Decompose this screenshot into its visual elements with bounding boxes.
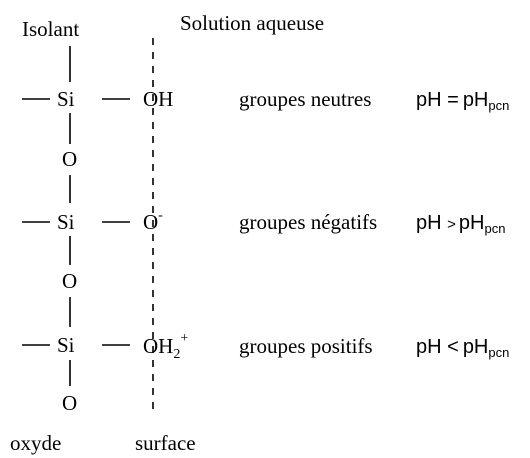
bridge-oxygen-2: O — [62, 269, 77, 293]
atom-si-row3: Si — [57, 333, 75, 357]
terminal-oxygen: O — [62, 391, 77, 415]
condition-row3: pH <pHpcn — [416, 336, 509, 360]
description-row1: groupes neutres — [239, 87, 371, 111]
condition-row1: pH =pHpcn — [416, 89, 509, 113]
group-main-row3: OH — [143, 334, 173, 358]
group-main-row1: OH — [143, 87, 173, 111]
group-sub-row3: 2 — [173, 347, 180, 362]
cond-op-row2: > — [447, 216, 456, 233]
atom-si-row2: Si — [57, 210, 75, 234]
header-solution-aqueuse: Solution aqueuse — [180, 11, 324, 35]
group-main-row2: O — [143, 210, 158, 234]
cond-sub-row2: pcn — [484, 221, 505, 236]
description-row3: groupes positifs — [239, 334, 373, 358]
footer-surface: surface — [135, 431, 196, 455]
group-row2: O- — [143, 208, 163, 234]
cond-var-row2: pH — [459, 212, 485, 234]
condition-row2: pH >pHpcn — [416, 212, 505, 236]
description-row2: groupes négatifs — [239, 210, 377, 234]
cond-sub-row1: pcn — [488, 98, 509, 113]
cond-var-row1: pH — [463, 89, 489, 111]
cond-prefix-row1: pH — [416, 89, 447, 111]
cond-var-row3: pH — [463, 336, 489, 358]
header-isolant: Isolant — [22, 17, 79, 41]
cond-prefix-row3: pH — [416, 336, 447, 358]
cond-sub-row3: pcn — [488, 345, 509, 360]
footer-oxyde: oxyde — [10, 431, 61, 455]
atom-si-row1: Si — [57, 87, 75, 111]
group-row1: OH — [143, 87, 173, 111]
cond-op-row1: = — [447, 89, 459, 111]
group-sup-row2: - — [158, 208, 163, 223]
cond-prefix-row2: pH — [416, 212, 447, 234]
group-row3: OH2+ — [143, 331, 188, 362]
group-sup-row3: + — [180, 331, 188, 346]
cond-op-row3: < — [447, 336, 459, 358]
bridge-oxygen-1: O — [62, 147, 77, 171]
